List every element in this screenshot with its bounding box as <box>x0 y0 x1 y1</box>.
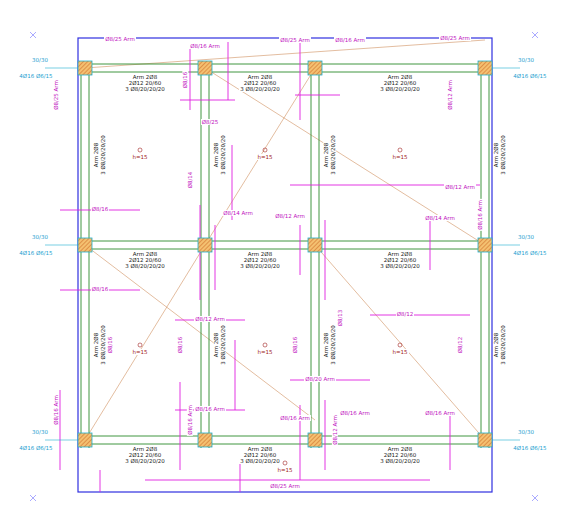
rebar-label: Ø8/13 <box>337 309 343 328</box>
rebar-label: Ø8/16 <box>107 336 113 355</box>
column-leaders <box>45 68 520 440</box>
rebar-label: Ø8/16 <box>91 206 110 212</box>
beam-label: 3 Ø8/20/20/20 <box>500 134 506 176</box>
rebar-label: Ø8/12 Arm <box>194 316 226 322</box>
rebar-label: Ø8/14 Arm <box>222 210 254 216</box>
column-label: 30/30 <box>517 57 535 63</box>
column-label: 30/30 <box>31 234 49 240</box>
rebar-label: Ø8/25 Arm <box>439 35 471 41</box>
beam-label: 3 Ø8/20/20/20 <box>500 324 506 366</box>
beam-label: Arm 2Ø8 <box>493 142 499 168</box>
rebar-label: Ø8/25 Arm <box>53 79 59 111</box>
yield-lines <box>85 40 485 440</box>
column-label: 4Ø16 Ø6/15 <box>512 250 547 256</box>
slab-thickness: h=15 <box>256 154 273 160</box>
beam-label: 3 Ø8/20/20/20 <box>100 134 106 176</box>
column-label: 4Ø16 Ø6/15 <box>512 445 547 451</box>
slab-thickness: h=15 <box>131 154 148 160</box>
column-label: 4Ø16 Ø6/15 <box>512 73 547 79</box>
column-label: 4Ø16 Ø6/15 <box>18 250 53 256</box>
beam-label: 3 Ø8/20/20/20 <box>100 324 106 366</box>
rebar-label: Ø8/12 Arm <box>444 184 476 190</box>
beam-label: Arm 2Ø8 <box>93 332 99 358</box>
column-label: 30/30 <box>31 429 49 435</box>
rebar-label: Ø8/16 Arm <box>424 410 456 416</box>
beam-label: 3 Ø8/20/20/20 <box>379 458 421 464</box>
beam-label: 3 Ø8/20/20/20 <box>220 134 226 176</box>
rebar-label: Ø8/16 Arm <box>477 199 483 231</box>
column-label: 4Ø16 Ø6/15 <box>18 73 53 79</box>
columns <box>78 61 492 447</box>
rebar-lines <box>60 40 480 492</box>
beam-label: 3 Ø8/20/20/20 <box>379 263 421 269</box>
column-label: 30/30 <box>517 429 535 435</box>
rebar-label: Ø8/16 Arm <box>187 404 193 436</box>
beam-label: 3 Ø8/20/20/20 <box>220 324 226 366</box>
slab-thickness: h=15 <box>391 154 408 160</box>
beam-label: 3 Ø8/20/20/20 <box>124 86 166 92</box>
beam-label: Arm 2Ø8 <box>213 142 219 168</box>
beam-label: Arm 2Ø8 <box>493 332 499 358</box>
rebar-label: Ø8/16 <box>91 286 110 292</box>
rebar-label: Ø8/25 Arm <box>269 483 301 489</box>
rebar-label: Ø8/25 Arm <box>104 36 136 42</box>
beam-label: 3 Ø8/20/20/20 <box>239 458 281 464</box>
column-label: 30/30 <box>517 234 535 240</box>
rebar-label: Ø8/16 <box>292 336 298 355</box>
beam-label: 3 Ø8/20/20/20 <box>330 324 336 366</box>
beam-label: 3 Ø8/20/20/20 <box>330 134 336 176</box>
rebar-label: Ø8/14 <box>187 171 193 190</box>
rebar-label: Ø8/20 Arm <box>304 376 336 382</box>
beam-label: 3 Ø8/20/20/20 <box>124 458 166 464</box>
slab-thickness: h=15 <box>256 349 273 355</box>
rebar-label: Ø8/16 Arm <box>53 394 59 426</box>
column-label: 30/30 <box>31 57 49 63</box>
rebar-label: Ø8/12 Arm <box>274 213 306 219</box>
rebar-label: Ø8/16 Arm <box>339 410 371 416</box>
rebar-label: Ø8/16 <box>177 336 183 355</box>
slab-marks <box>138 148 402 465</box>
rebar-label: Ø8/16 Arm <box>334 37 366 43</box>
beam-label: 3 Ø8/20/20/20 <box>239 263 281 269</box>
beam-label: Arm 2Ø8 <box>213 332 219 358</box>
rebar-label: Ø8/12 Arm <box>447 79 453 111</box>
beams <box>78 62 492 448</box>
slab-thickness: h=15 <box>276 467 293 473</box>
slab-outline <box>78 38 492 492</box>
beam-label: Arm 2Ø8 <box>323 142 329 168</box>
slab-thickness: h=15 <box>391 349 408 355</box>
beam-label: 3 Ø8/20/20/20 <box>379 86 421 92</box>
slab-thickness: h=15 <box>131 349 148 355</box>
grid-marks <box>30 32 538 501</box>
rebar-label: Ø8/12 Arm <box>332 414 338 446</box>
rebar-label: Ø8/16 Arm <box>279 415 311 421</box>
rebar-label: Ø8/16 Arm <box>189 43 221 49</box>
rebar-label: Ø8/25 Arm <box>279 37 311 43</box>
rebar-label: Ø8/12 <box>457 336 463 355</box>
beam-label: 3 Ø8/20/20/20 <box>124 263 166 269</box>
rebar-label: Ø8/25 <box>201 119 220 125</box>
beam-label: Arm 2Ø8 <box>93 142 99 168</box>
beam-label: 3 Ø8/20/20/20 <box>239 86 281 92</box>
rebar-label: Ø8/14 Arm <box>424 215 456 221</box>
column-label: 4Ø16 Ø6/15 <box>18 445 53 451</box>
rebar-label: Ø8/16 Arm <box>194 406 226 412</box>
rebar-label: Ø8/12 <box>396 311 415 317</box>
rebar-label: Ø8/16 <box>182 71 188 90</box>
beam-label: Arm 2Ø8 <box>323 332 329 358</box>
